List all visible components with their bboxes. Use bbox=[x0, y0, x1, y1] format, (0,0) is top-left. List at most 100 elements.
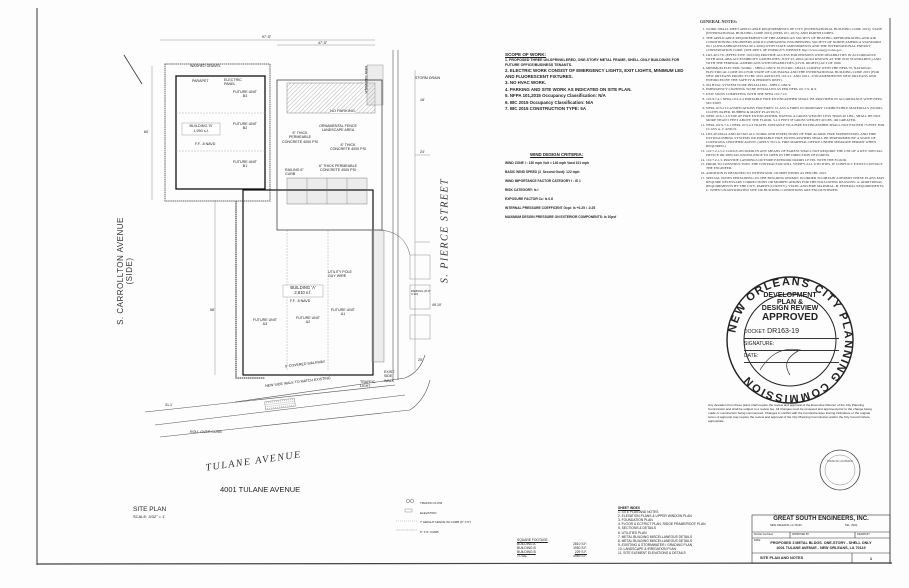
unit-b1: FUTURE UNIT B1 bbox=[233, 160, 257, 169]
dim-top-2: 47'-5" bbox=[318, 41, 328, 45]
dim-18: 18' bbox=[420, 98, 425, 102]
address-label: 4001 TULANE AVENUE bbox=[220, 485, 301, 494]
traffic-flow-icon bbox=[406, 499, 410, 503]
note-item: 101:7.2.1.5.2. LOCKS ON DOOR IN ANY MEAN… bbox=[706, 149, 885, 157]
building-a-outline bbox=[242, 189, 374, 376]
electric-panel-label: ELECTRIC PANEL bbox=[224, 78, 242, 87]
legend-curb: 6" X 6" CURB bbox=[420, 529, 439, 534]
note-item: NFPA 10:6-1.3.8 TOP OF FIRE EXTINGUISHER… bbox=[706, 114, 885, 122]
sheet-index-item: 9. EXISTING & STORMWATER / GRADING PLAN bbox=[618, 542, 693, 547]
elevation-icon bbox=[404, 508, 413, 513]
note-item: SPECIAL NOTES PERTAINING TO THE BUILDING… bbox=[706, 176, 885, 192]
scope-item: 3. NO HVAC WORK. bbox=[505, 80, 547, 86]
unit-a3: FUTURE UNIT A3 bbox=[253, 318, 277, 327]
note-item: EXIT SIGNS COMPLYING WITH THE NFPA 101:7… bbox=[706, 92, 885, 96]
wind-row: WIND IMPORTANCE FACTOR CATEGORY I : IS 1 bbox=[505, 179, 581, 183]
note-item: WORK SHALL MEET APPLICABLE REQUIREMENTS … bbox=[706, 27, 885, 35]
sheet-index-item: 11. SITE ELEMENT ELEVATIONS & DETAILS bbox=[618, 551, 686, 556]
sidewalk-right bbox=[371, 229, 385, 363]
permeable-concrete-label-1: 6" THICK PERMEABLE CONCRETE 4000 PSI bbox=[282, 131, 318, 144]
scale-label: SCALE: As Noted bbox=[754, 533, 773, 536]
sheet-index-item: 2. ELEVATION PLANS & UPPER WINDOW PLAN bbox=[618, 514, 692, 519]
street-label-pierce: S. PIERCE STREET bbox=[439, 177, 451, 284]
stamp-fields: DOCKET: DR163-19 SIGNATURE: DATE: bbox=[744, 326, 839, 363]
street-parking-1 bbox=[409, 254, 431, 280]
building-b-ff: F.F. .8 NAVD bbox=[195, 142, 216, 146]
sheet-index-item: 3. FOUNDATION PLAN bbox=[618, 518, 653, 523]
new-sidewalk-label: NEW SIDEWALK bbox=[364, 66, 368, 94]
unit-a2: FUTURE UNIT A2 bbox=[296, 316, 320, 325]
dim-25: 25' bbox=[418, 358, 423, 362]
note-item: THE APPLICABLE REQUIREMENTS OF THE AMERI… bbox=[706, 36, 885, 52]
scope-item: 2. ELECTRIC WORK CONSIST OF EMERGENCY LI… bbox=[505, 67, 684, 79]
note-item: LRS 40:1731 (EFFECTIVE 10/01/99) PROVIDE… bbox=[706, 53, 885, 65]
legend: TRAFFIC FLOW ELEVATION 7' HEIGHT FENCE W… bbox=[420, 499, 471, 537]
building-a-label: BUILDING 'A' 2,810 s.f. bbox=[283, 285, 323, 296]
utility-pole-label: UTILITY POLE GUY WIRE bbox=[328, 270, 352, 279]
sheet-index-item: 7. METAL BUILDING MISCELLANEOUS DETAILS bbox=[618, 534, 693, 539]
general-notes-title: GENERAL NOTES: bbox=[700, 19, 738, 24]
engineer-seal-text: STATE OF LOUISIANA bbox=[827, 460, 853, 463]
sheet-title: SITE PLAN AND NOTES bbox=[760, 556, 804, 560]
building-b-name: BUILDING 'B' bbox=[189, 124, 213, 128]
stamp-line1: DEVELOPMENT bbox=[763, 292, 817, 299]
firm-tel: TEL. (504) bbox=[845, 524, 858, 527]
unit-b3: FUTURE UNIT B3 bbox=[233, 90, 257, 99]
sf-label: BUILDING B bbox=[517, 546, 536, 550]
stamp-line3: DESIGN REVIEW bbox=[761, 305, 819, 312]
sidewalk-upper bbox=[366, 64, 384, 106]
project-title: PROPOSED 3 METAL BLDGS. ONE-STORY - SHEL… bbox=[770, 541, 872, 545]
sf-label: BUILDING A bbox=[517, 542, 536, 546]
stamp-status: APPROVED bbox=[761, 311, 819, 323]
north-arrow-icon bbox=[123, 54, 143, 85]
sheet-index-item: 4. FLOOR & ECTRICT PLAN, RIDGE FRAME/ROO… bbox=[618, 522, 706, 527]
traffic-light-label: TRAFFIC LIGHT bbox=[360, 380, 376, 389]
exist-side-walk-label: EXIST. SIDE WALK bbox=[384, 370, 395, 383]
scope-item: 4. PARKING AND SITE WORK AS INDICATED ON… bbox=[505, 86, 632, 92]
storm-drain-label: STORM DRAIN bbox=[415, 76, 441, 80]
building-a-area: 2,810 s.f. bbox=[294, 289, 312, 295]
drawing-scale: SCALE: 3/32" = 1' bbox=[133, 514, 166, 519]
building-a-ff: F.F. .8 NAVD bbox=[290, 299, 311, 303]
no-parking-label: NO PARKING bbox=[330, 108, 355, 114]
note-item: 101:9.7.4.1 NFPA 10:2-2.4 PORTABLE FIRE … bbox=[706, 97, 885, 105]
date-label: DATE: bbox=[744, 351, 839, 363]
building-b-area: 1,950 s.f. bbox=[193, 128, 209, 133]
firm-address: NEW ORLEANS, LA 70130 bbox=[770, 524, 802, 527]
docket-number: DR163-19 bbox=[767, 328, 799, 335]
building-a-tag bbox=[282, 284, 324, 298]
sheet-index-item: 1. SITE PLAN AND NOTES bbox=[618, 510, 659, 515]
wind-row: BASIC WIND SPEED (3_Second Gust): 122 mp… bbox=[505, 170, 580, 174]
wind-row: RISK CATEGORY: Is I bbox=[505, 188, 539, 192]
note-item: EMERGENCY LIGHTING TO BE INSTALLED AS PE… bbox=[706, 87, 885, 91]
note-item: PRIOR TO CONSTRUCTION, THE CONTRACTOR WI… bbox=[706, 162, 885, 170]
parapet-label: PARAPET bbox=[192, 79, 209, 83]
wind-row: WIND ZONE I : 130 mph Vult < 140 mph Vas… bbox=[505, 161, 590, 165]
note-item: LRS 40:1664.4 AND 40:1625 ALL WORK AND I… bbox=[706, 132, 885, 148]
project-address: 4001 TULANE AVENUE - NEW ORLEANS, LA 701… bbox=[776, 546, 866, 550]
street-label-carrollton: S. CARROLLTON AVENUE (SIDE) bbox=[116, 217, 134, 325]
wind-title: WIND DESIGN CRITERIA: bbox=[530, 152, 584, 157]
wind-design-criteria: WIND DESIGN CRITERIA: WIND ZONE I : 130 … bbox=[505, 150, 690, 222]
ornamental-fence-label: ORNAMENTAL FENCE LANDSCAPE AREA bbox=[319, 124, 357, 133]
sheet-index-title: SHEET INDEX bbox=[618, 506, 640, 510]
docket-label: DOCKET: bbox=[744, 329, 766, 335]
sheet-index-item: 5. SECTIONS & DETAILS bbox=[618, 526, 657, 531]
dim-58: 58' bbox=[210, 308, 215, 312]
general-notes: GENERAL NOTES: WORK SHALL MEET APPLICABL… bbox=[697, 19, 885, 193]
street-parking-2 bbox=[409, 284, 431, 310]
building-b-tag bbox=[181, 122, 221, 136]
railing-label: RAILING 6" CURB bbox=[285, 168, 304, 177]
unit-a1: FUTURE UNIT A1 bbox=[331, 308, 355, 317]
drawn-by-label: DRAWN BY bbox=[857, 533, 870, 536]
parking-lot bbox=[276, 79, 383, 231]
deviation-note: Any deviation from these plans shall req… bbox=[708, 403, 872, 423]
signature-label: SIGNATURE: bbox=[744, 339, 839, 351]
legend-fence: 7' HEIGHT FENCE W/ CURB (6" X 6") bbox=[420, 520, 472, 524]
legend-traffic-flow: TRAFFIC FLOW bbox=[420, 501, 443, 505]
sf-value: 4989 S.F. bbox=[573, 554, 587, 558]
washed-gravel-border-b bbox=[164, 63, 271, 202]
